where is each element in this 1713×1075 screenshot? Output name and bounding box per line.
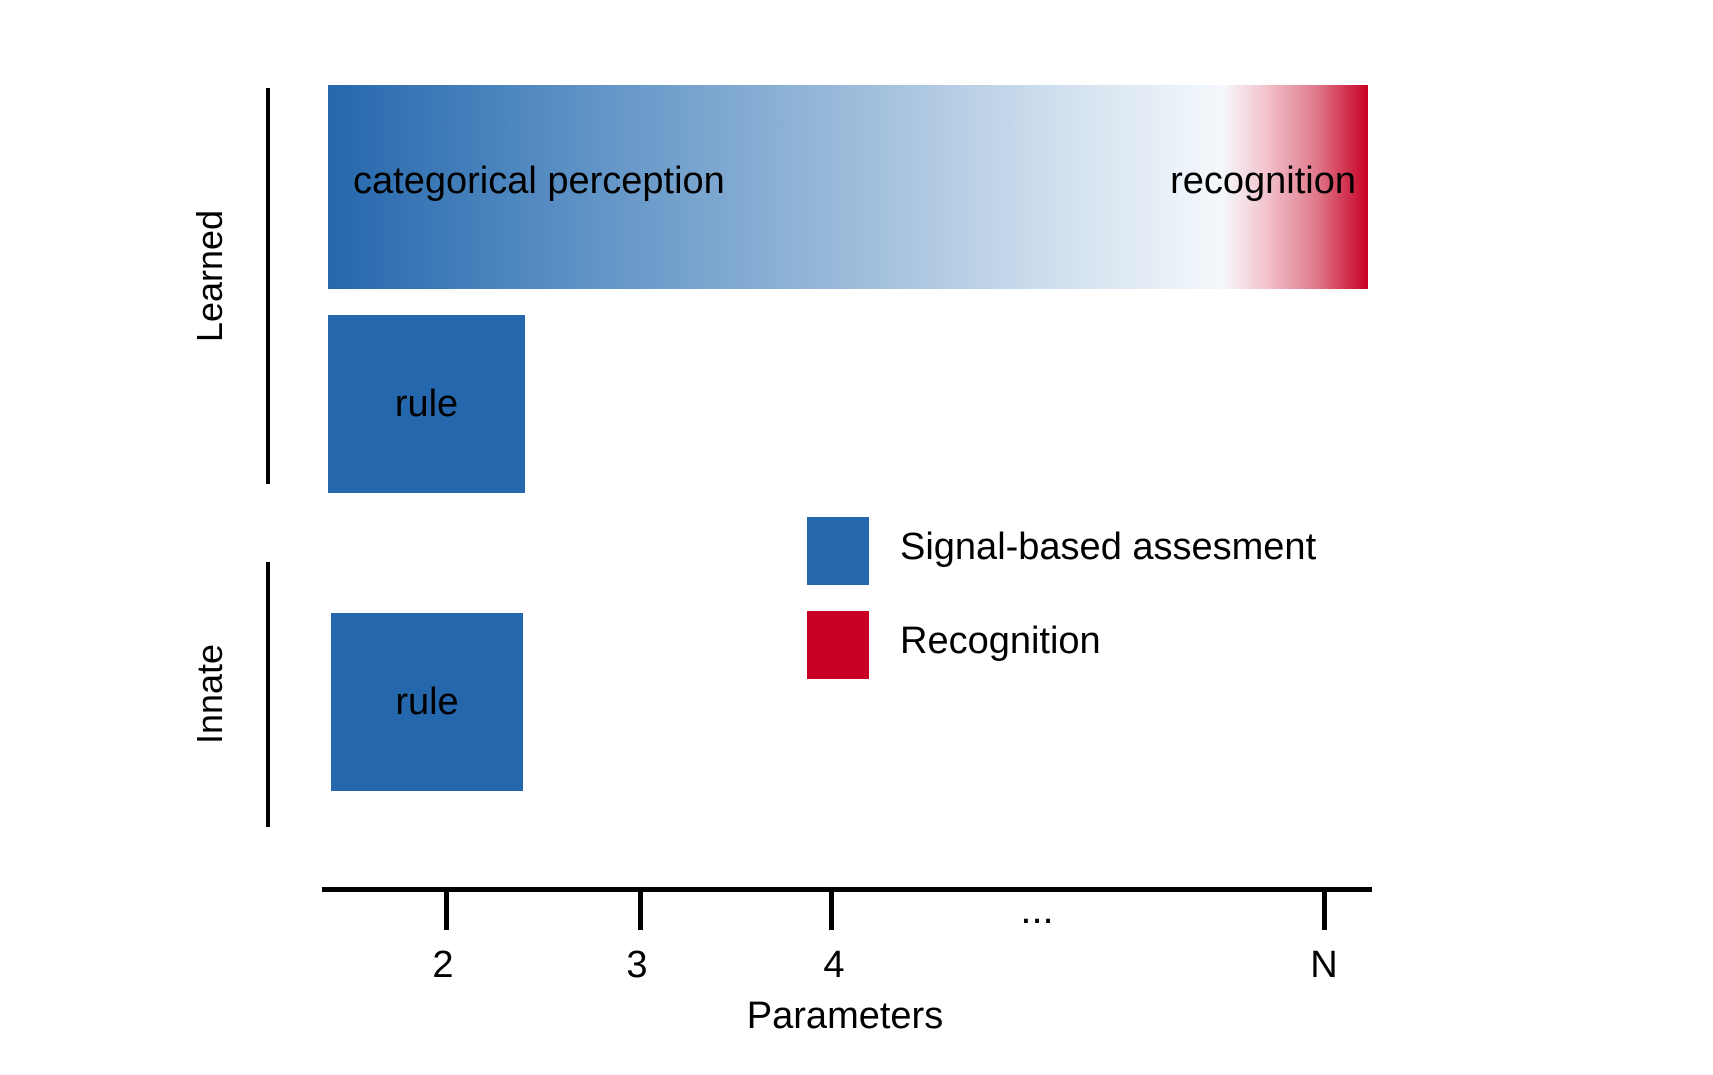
x-tick-4 [829, 890, 834, 930]
recognition-bar-label: recognition [1170, 160, 1356, 202]
x-tick-N [1322, 890, 1327, 930]
legend-swatch-signal [807, 517, 869, 585]
learned-group-label: Learned [189, 209, 230, 343]
legend-swatch-recognition [807, 611, 869, 679]
learned-rule-box: rule [328, 315, 525, 493]
legend-label-signal: Signal-based assesment [900, 526, 1317, 568]
x-tick-label-N: N [1310, 944, 1338, 986]
legend-label-recognition: Recognition [900, 620, 1101, 662]
learned-gradient-bar: categorical perception recognition [328, 85, 1368, 289]
x-tick-label-3: 3 [626, 944, 648, 986]
learned-rule-label: rule [394, 382, 459, 425]
innate-rule-box: rule [331, 613, 523, 791]
x-tick-2 [444, 890, 449, 930]
innate-rule-label: rule [395, 680, 459, 723]
x-axis-title: Parameters [746, 995, 944, 1037]
learned-bracket-line [266, 88, 270, 484]
innate-bracket-line [266, 562, 270, 827]
innate-group-label: Innate [189, 643, 230, 745]
x-tick-label-2: 2 [432, 944, 454, 986]
x-tick-3 [638, 890, 643, 930]
x-axis-ellipsis: ... [1020, 888, 1054, 932]
x-tick-label-4: 4 [823, 944, 845, 986]
categorical-perception-label: categorical perception [353, 160, 725, 202]
x-axis-line [322, 887, 1372, 892]
